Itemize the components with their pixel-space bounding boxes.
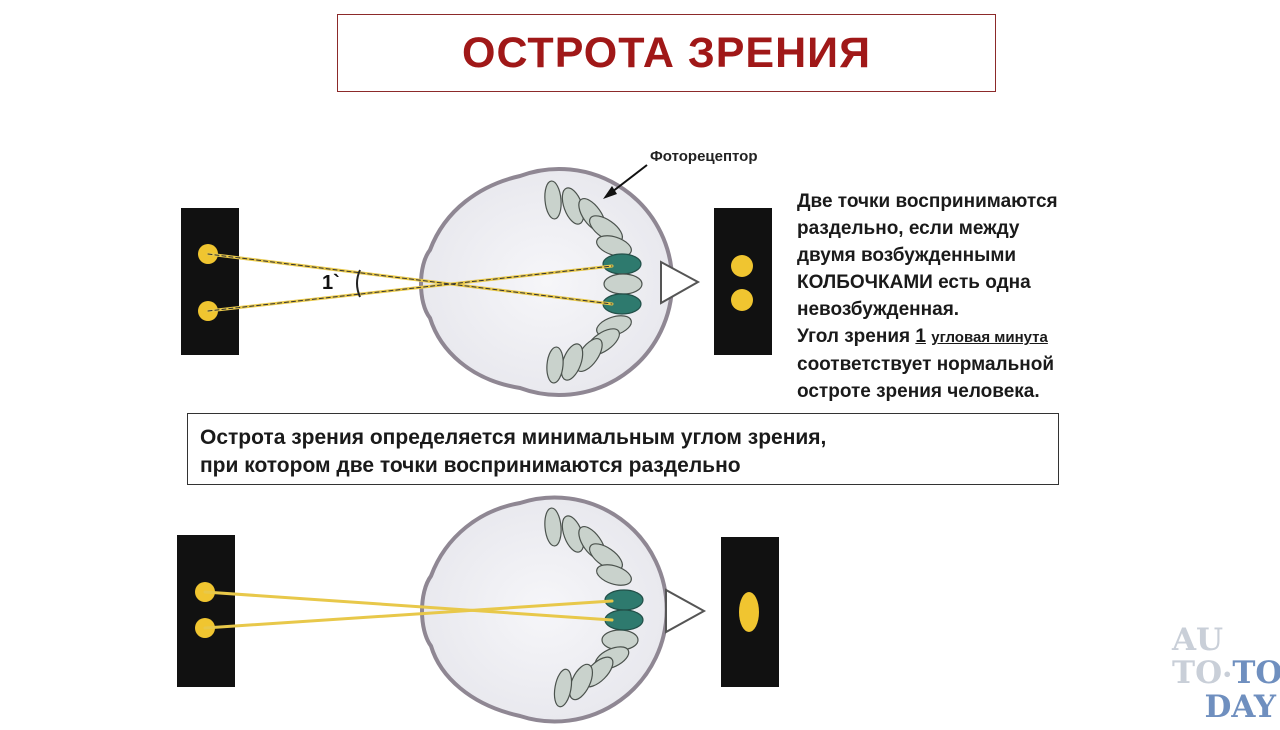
cone xyxy=(568,663,594,701)
unexcited-cone-middle xyxy=(603,273,643,295)
watermark-logo: AU TO•TO DAY xyxy=(1172,622,1280,725)
bottom-diagram xyxy=(177,495,779,724)
perceived-merged-point xyxy=(739,592,759,632)
ray-lower-dashed xyxy=(207,265,613,312)
angle-prefix: Угол зрения xyxy=(797,326,916,347)
explanation-line: невозбужденная. xyxy=(797,299,960,320)
explanation-line: Две точки воспринимаются xyxy=(797,191,1058,212)
cone xyxy=(596,235,632,257)
light-rays-top xyxy=(206,252,614,313)
excited-cone-upper xyxy=(602,253,642,275)
object-panel-top xyxy=(181,208,239,355)
perceived-point-upper xyxy=(731,255,753,277)
angle-number: 1 xyxy=(915,326,926,347)
top-diagram xyxy=(181,164,772,397)
eye-bottom xyxy=(420,495,669,724)
eye-top xyxy=(419,167,675,397)
angle-label: 1` xyxy=(322,272,340,294)
watermark-part: TO xyxy=(1232,655,1280,691)
cone xyxy=(596,564,632,586)
cone xyxy=(544,180,562,220)
explanation-line: соответствует нормальной xyxy=(797,354,1055,375)
cone-row-bottom xyxy=(544,507,639,708)
photoreceptor-label: Фоторецептор xyxy=(650,148,758,165)
projection-triangle-bottom xyxy=(665,588,707,634)
photoreceptor-arrow xyxy=(603,164,648,199)
cone xyxy=(546,346,564,384)
explanation-line: остроте зрения человека. xyxy=(797,381,1040,402)
watermark-line: DAY xyxy=(1204,689,1276,725)
watermark-line: AU xyxy=(1172,622,1224,658)
explanation-line: двумя возбужденными xyxy=(797,245,1017,266)
perceived-point-lower xyxy=(731,289,753,311)
explanation-line: раздельно, если между xyxy=(797,218,1020,239)
light-rays-bottom xyxy=(203,590,614,630)
object-panel-bottom xyxy=(177,535,235,687)
watermark-dot: • xyxy=(1222,665,1233,684)
angle-arc xyxy=(356,269,361,298)
projection-triangle-top xyxy=(660,260,701,305)
title-box: ОСТРОТА ЗРЕНИЯ xyxy=(337,14,996,92)
perception-panel-top xyxy=(714,208,772,355)
watermark-line: TO•TO xyxy=(1172,655,1280,691)
cone xyxy=(553,668,573,708)
explanation-text: Две точки воспринимаются раздельно, если… xyxy=(797,188,1257,405)
definition-box: Острота зрения определяется минимальным … xyxy=(187,413,1059,485)
explanation-line: КОЛБОЧКАМИ есть одна xyxy=(797,272,1031,293)
ray-bottom-1 xyxy=(203,590,614,622)
cone xyxy=(544,507,562,547)
watermark-part: TO xyxy=(1172,655,1223,691)
page-title: ОСТРОТА ЗРЕНИЯ xyxy=(462,28,871,77)
angle-unit: угловая минута xyxy=(931,329,1048,346)
ray-bottom-2 xyxy=(203,599,614,630)
definition-line: Острота зрения определяется минимальным … xyxy=(200,426,827,449)
ray-upper-dashed xyxy=(207,253,613,305)
definition-line: при котором две точки воспринимаются раз… xyxy=(200,454,741,477)
explanation-line: Угол зрения 1 угловая минута xyxy=(797,323,1257,351)
cone-row-top xyxy=(544,180,632,384)
